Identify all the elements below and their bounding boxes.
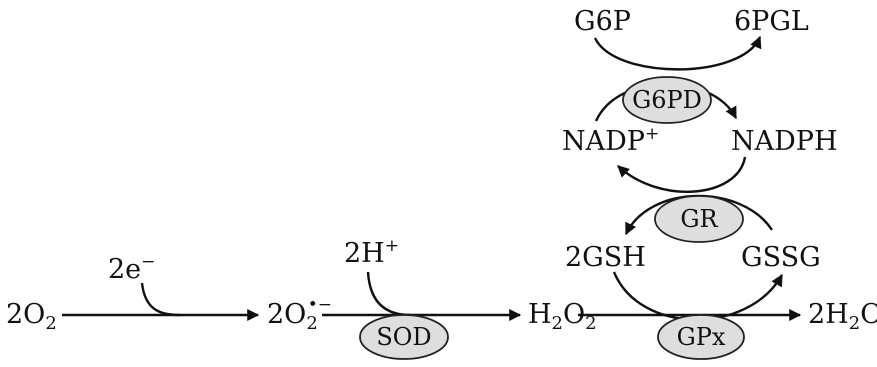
- gsh-to-gssg-arc: [612, 271, 784, 321]
- proton-input-curve: [366, 271, 411, 317]
- gsh-label: 2GSH: [565, 242, 646, 273]
- o2-label: 2O2: [6, 299, 57, 334]
- water-label: 2H2O: [808, 299, 877, 334]
- electrons-label: 2e−: [108, 252, 155, 285]
- gr-label: GR: [680, 205, 718, 233]
- 6pgl-label: 6PGL: [734, 6, 809, 37]
- sod-label: SOD: [376, 323, 431, 351]
- nadph-label: NADPH: [731, 126, 837, 157]
- gpx-ellipse: [657, 314, 745, 360]
- gr-ellipse: [654, 195, 744, 243]
- superoxide-label: 2O2•−: [267, 295, 332, 334]
- sod-enzyme: SOD: [359, 314, 449, 360]
- gssg-label: GSSG: [741, 242, 821, 273]
- nadph-to-nadp-arc: [617, 156, 747, 193]
- h2o2-label: H2O2: [528, 299, 597, 334]
- gr-enzyme: GR: [654, 195, 744, 243]
- g6p-label: G6P: [574, 6, 631, 37]
- g6pd-label: G6PD: [632, 86, 702, 114]
- g6pd-ellipse: [622, 76, 712, 124]
- gpx-label: GPx: [677, 323, 726, 351]
- g6p-to-6pgl-arc: [593, 35, 762, 71]
- protons-label: 2H+: [344, 236, 399, 269]
- g6pd-enzyme: G6PD: [622, 76, 712, 124]
- nadp-label: NADP+: [562, 124, 659, 157]
- sod-ellipse: [359, 314, 449, 360]
- gpx-enzyme: GPx: [657, 314, 745, 360]
- electron-input-curve: [140, 282, 181, 317]
